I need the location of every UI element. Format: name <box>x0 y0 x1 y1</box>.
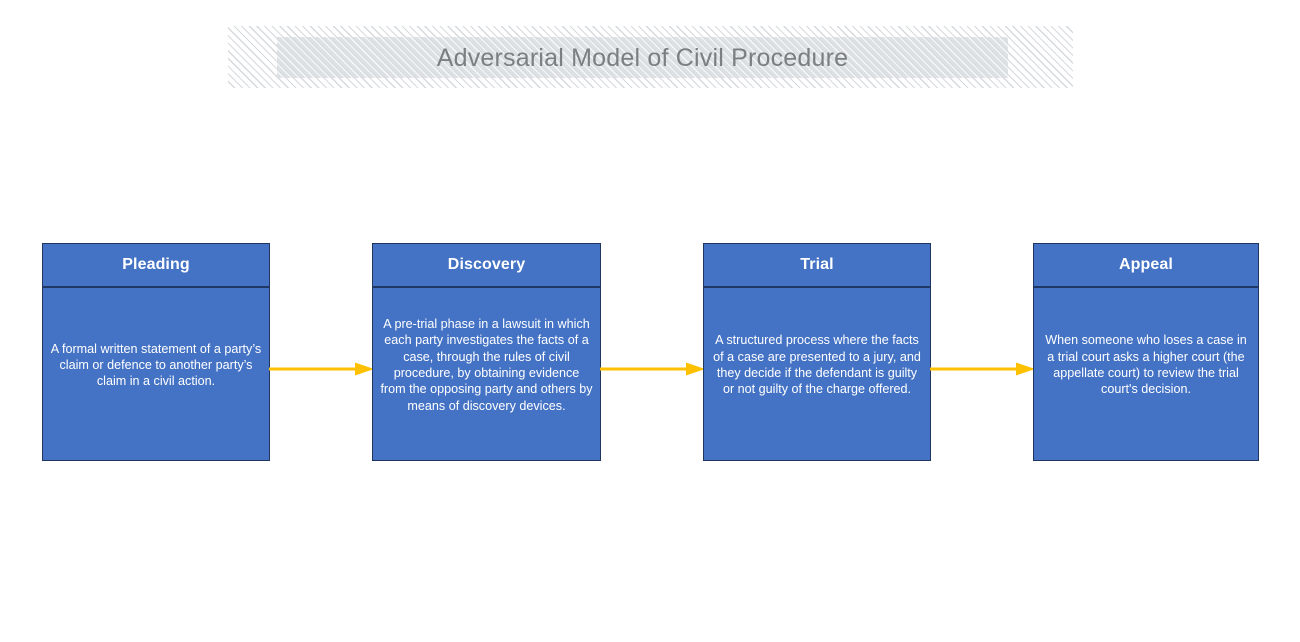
stage-description-trial: A structured process where the facts of … <box>713 333 921 397</box>
arrow-right-icon-pleading-to-discovery <box>269 362 374 376</box>
stage-header-appeal: Appeal <box>1034 244 1258 288</box>
stage-box-trial[interactable]: Trial A structured process where the fac… <box>703 243 931 461</box>
stage-body-discovery: A pre-trial phase in a lawsuit in which … <box>373 288 600 460</box>
title-plate: Adversarial Model of Civil Procedure <box>277 37 1008 78</box>
page-title: Adversarial Model of Civil Procedure <box>436 43 849 72</box>
stage-header-discovery: Discovery <box>373 244 600 288</box>
stage-title-discovery: Discovery <box>447 256 526 273</box>
stage-body-trial: A structured process where the facts of … <box>704 288 930 460</box>
arrow-right-icon-discovery-to-trial <box>600 362 705 376</box>
stage-title-appeal: Appeal <box>1119 256 1173 273</box>
stage-description-discovery: A pre-trial phase in a lawsuit in which … <box>380 317 593 413</box>
process-flow-diagram: Pleading A formal written statement of a… <box>0 243 1300 463</box>
stage-title-pleading: Pleading <box>122 256 190 273</box>
stage-description-pleading: A formal written statement of a party’s … <box>50 341 262 389</box>
stage-body-pleading: A formal written statement of a party’s … <box>43 288 269 460</box>
stage-description-appeal: When someone who loses a case in a trial… <box>1045 333 1247 397</box>
stage-box-appeal[interactable]: Appeal When someone who loses a case in … <box>1033 243 1259 461</box>
arrow-right-icon-trial-to-appeal <box>930 362 1035 376</box>
stage-header-pleading: Pleading <box>43 244 269 288</box>
stage-title-trial: Trial <box>800 256 834 273</box>
stage-body-appeal: When someone who loses a case in a trial… <box>1034 288 1258 460</box>
stage-box-discovery[interactable]: Discovery A pre-trial phase in a lawsuit… <box>372 243 601 461</box>
stage-header-trial: Trial <box>704 244 930 288</box>
stage-box-pleading[interactable]: Pleading A formal written statement of a… <box>42 243 270 461</box>
